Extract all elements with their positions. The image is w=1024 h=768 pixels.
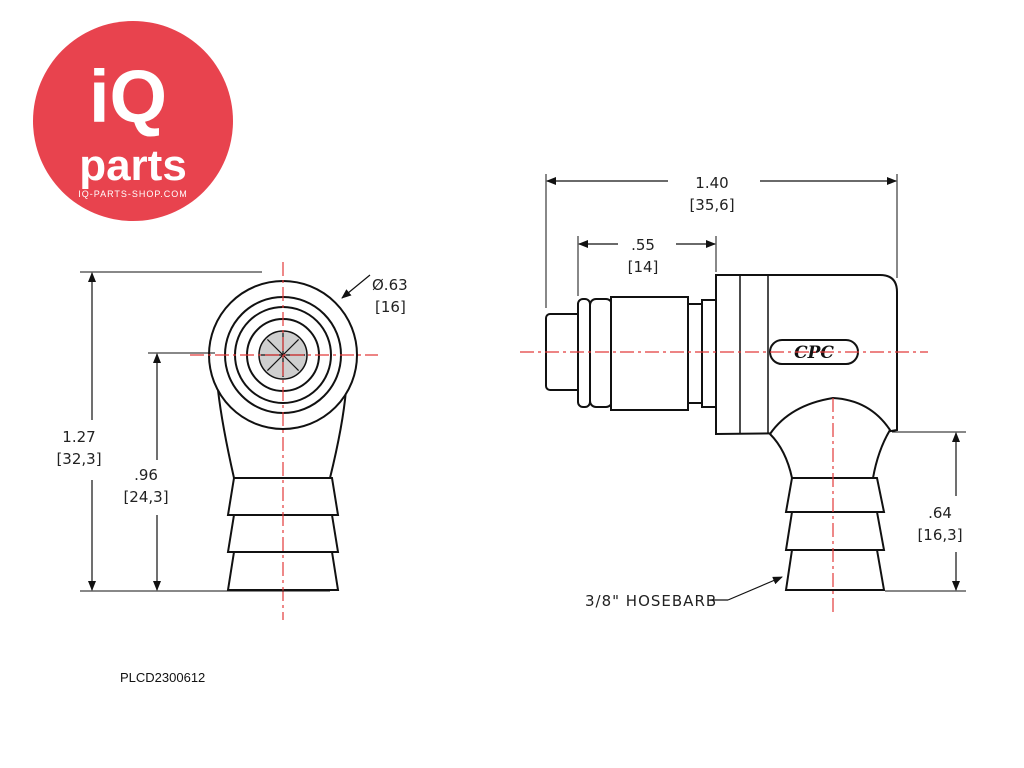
side-shaft [610,296,689,411]
brand-mark-text: CPC [794,343,834,363]
dim-1-27-imperial: 1.27 [62,428,95,446]
dim-096-metric: [24,3] [123,488,168,506]
front-view: 1.27 [32,3] .96 [24,3] Ø.63 [16] [56,262,408,620]
side-groove-1 [577,298,591,408]
valve-spoke [266,338,284,356]
hosebarb-label: 3/8" HOSEBARB [585,592,717,610]
valve-spoke [266,354,284,372]
dim-diameter-metric: [16] [375,298,406,316]
dim-055-metric: [14] [628,258,659,276]
valve-spoke [282,354,300,372]
logo-disc [33,21,233,221]
dim-055-imperial: .55 [631,236,655,254]
dim-diameter-imperial: Ø.63 [372,276,408,294]
valve-spoke [282,338,300,356]
logo-url-text: IQ-PARTS-SHOP.COM [78,189,188,199]
hosebarb-leader-arrow [727,576,783,601]
side-collar-2 [701,299,717,408]
side-collar-1 [687,303,703,404]
logo-iq-text: iQ [89,55,167,138]
diameter-leader [341,274,371,299]
dim-096-imperial: .96 [134,466,158,484]
part-number: PLCD2300612 [120,670,206,685]
dim-064-metric: [16,3] [917,526,962,544]
front-barb-2 [226,514,340,553]
dim-1-27-metric: [32,3] [56,450,101,468]
iq-parts-logo: iQ parts IQ-PARTS-SHOP.COM [33,21,233,221]
side-barb-2 [784,511,886,551]
side-groove-2 [589,298,613,408]
dim-064-imperial: .64 [928,504,952,522]
side-barb-1 [784,477,886,513]
dim-140-imperial: 1.40 [695,174,728,192]
side-view: CPC 1.40 [35,6] .55 [14] .64 [16,3] 3/8"… [520,174,966,612]
side-neck [768,396,892,479]
dim-140-metric: [35,6] [689,196,734,214]
side-barb-3 [784,549,886,591]
logo-parts-text: parts [79,141,187,190]
